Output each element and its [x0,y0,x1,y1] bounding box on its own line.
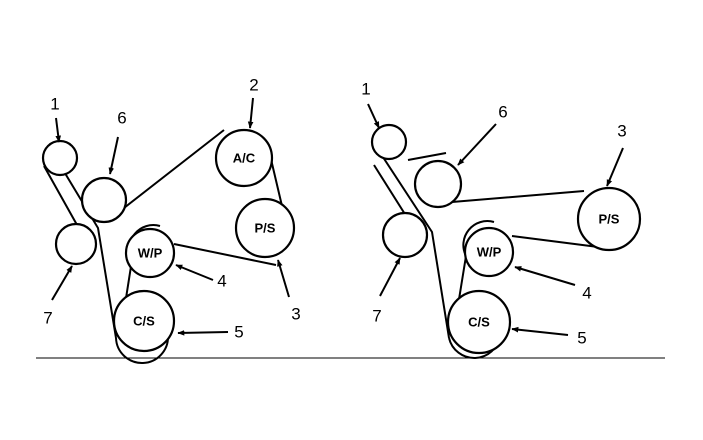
leader-arrow-5 [177,330,229,336]
leader-arrow-6 [108,136,119,175]
diagram-without-ac: P/S W/P C/S 1 3 4 5 6 7 [361,80,642,360]
cs-pulley [112,289,176,353]
ps-pulley [234,197,296,259]
callout-6: 6 [498,103,507,122]
callout-5: 5 [577,329,586,348]
leader-arrow-7 [379,257,401,297]
callout-2: 2 [249,76,258,95]
leader-arrow-6 [457,123,497,166]
idler-pulley-7 [381,211,429,259]
ps-pulley-label: P/S [599,212,620,227]
callout-1: 1 [50,95,59,114]
callout-4: 4 [217,272,226,291]
cs-pulley-label: C/S [133,314,155,329]
cs-pulley [446,289,512,355]
callout-7: 7 [43,309,52,328]
diagram-with-ac: A/C P/S W/P C/S 1 2 3 4 5 6 7 [41,76,301,364]
ac-pulley [214,128,274,188]
leader-arrow-1 [55,117,61,143]
leader-arrow-2 [247,97,254,129]
callout-1: 1 [361,80,370,99]
callout-3: 3 [291,305,300,324]
callout-5: 5 [234,323,243,342]
ps-pulley [576,186,642,252]
wp-pulley [463,226,515,278]
callout-3: 3 [617,122,626,141]
belt-path-right [373,147,607,339]
ps-pulley-label: P/S [255,221,276,236]
cs-pulley-label: C/S [468,315,490,330]
tensioner-pulley-6 [80,176,128,224]
wp-pulley [124,227,176,279]
leader-arrow-7 [51,265,73,301]
belt-wrap-left [115,335,170,364]
belt-wrap-right-2 [462,220,495,257]
belt-path-left [43,129,291,339]
callout-4: 4 [582,284,591,303]
wp-pulley-label: W/P [477,245,502,260]
leader-arrow-3 [277,259,290,298]
callout-6: 6 [117,109,126,128]
callout-7: 7 [372,307,381,326]
idler-pulley-1 [41,139,79,177]
leader-arrow-3 [606,147,624,187]
leader-arrow-1 [367,103,380,129]
wp-pulley-label: W/P [138,246,163,261]
tensioner-pulley-6 [413,159,463,209]
leader-arrow-4 [175,264,214,281]
leader-arrow-4 [514,266,576,286]
idler-pulley-7 [54,222,98,266]
leader-arrow-5 [511,326,569,336]
ac-pulley-label: A/C [233,151,256,166]
idler-pulley-1 [370,123,408,161]
